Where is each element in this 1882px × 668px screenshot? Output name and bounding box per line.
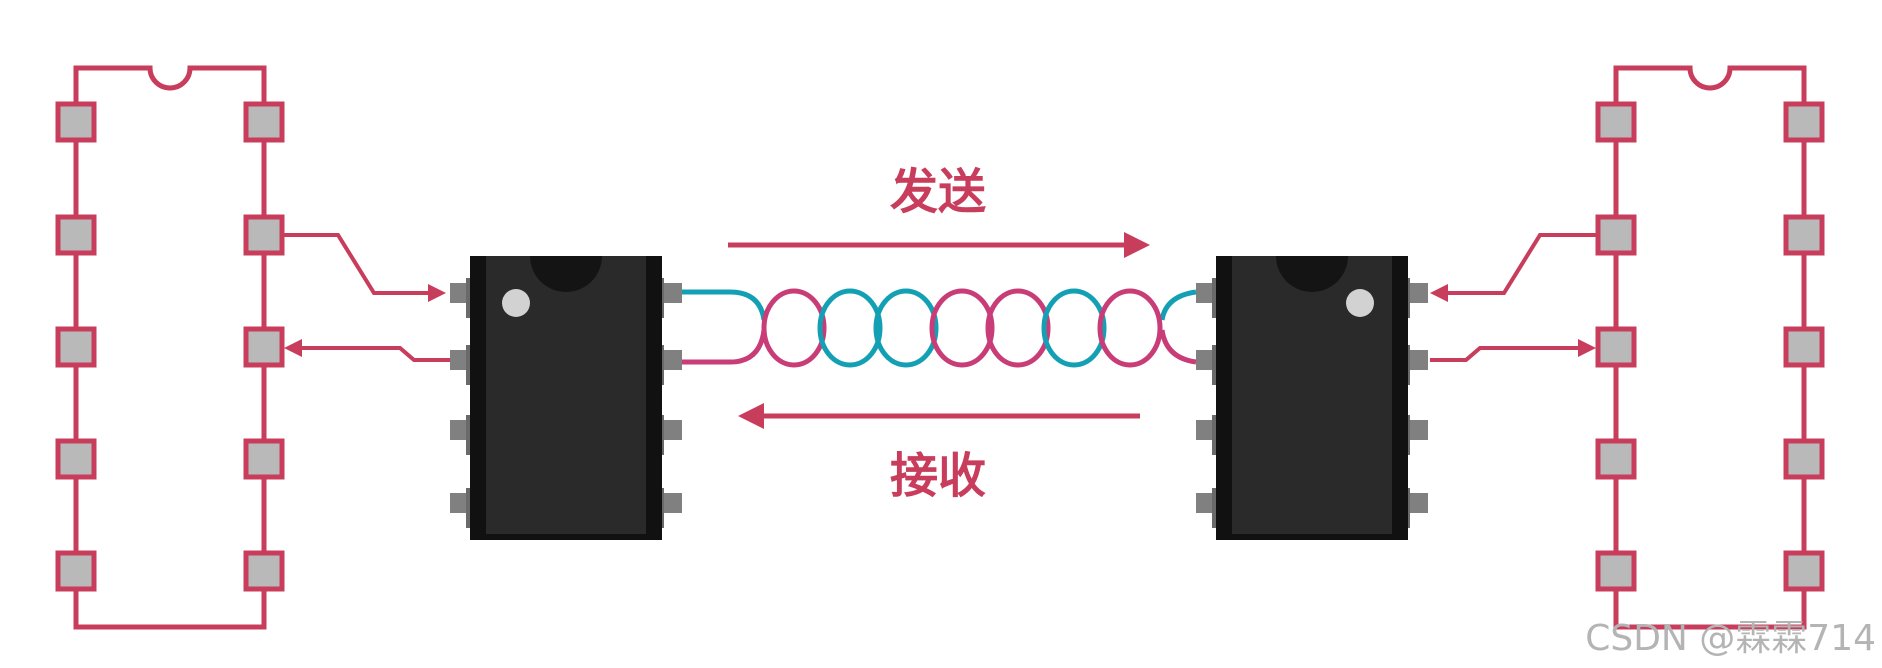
- left-rx-arrowhead: [284, 339, 302, 357]
- right-chip-pin1-dot: [1346, 289, 1374, 317]
- pad: [55, 214, 97, 256]
- right-tx-line: [1430, 346, 1580, 362]
- send-label: 发送: [890, 164, 986, 220]
- send-arrow: [728, 232, 1150, 258]
- receive-label: 接收: [890, 448, 986, 504]
- left-connections: [282, 233, 450, 362]
- watermark: CSDN @霖霖714: [1585, 618, 1876, 659]
- magenta-lead-right: [1159, 329, 1197, 365]
- pad-rx: [243, 326, 285, 368]
- pad: [1595, 550, 1637, 592]
- left-rx-line: [300, 346, 450, 362]
- pad: [1783, 214, 1825, 256]
- pad: [55, 326, 97, 368]
- pad: [1595, 101, 1637, 143]
- left-ic-outline: [73, 65, 267, 630]
- pad: [243, 438, 285, 480]
- receive-arrow: [738, 403, 1140, 429]
- teal-lead-right: [1159, 289, 1197, 321]
- right-ic-outline: [1613, 65, 1807, 630]
- pad: [1783, 438, 1825, 480]
- teal-lead-left: [682, 289, 767, 321]
- pad: [55, 550, 97, 592]
- left-chip-notch: [530, 256, 602, 292]
- pad: [243, 101, 285, 143]
- twisted-pair: [682, 288, 1197, 368]
- pad: [55, 438, 97, 480]
- pad: [55, 101, 97, 143]
- pad: [1783, 326, 1825, 368]
- right-tx-arrowhead: [1578, 339, 1596, 357]
- left-tx-line: [282, 233, 430, 295]
- left-tx-arrowhead: [428, 284, 446, 302]
- right-rx-line: [1446, 233, 1598, 295]
- left-chip-pin1-dot: [502, 289, 530, 317]
- right-rx-arrowhead: [1430, 284, 1448, 302]
- wire-loops: [761, 288, 1163, 368]
- magenta-lead-left: [682, 329, 767, 365]
- pad: [1595, 438, 1637, 480]
- right-chip-notch: [1276, 256, 1348, 292]
- pad: [243, 550, 285, 592]
- right-chip: [1196, 256, 1428, 540]
- right-connections: [1430, 233, 1598, 362]
- pad: [1783, 101, 1825, 143]
- right-ic-pads: [1595, 101, 1825, 592]
- pad: [243, 214, 285, 256]
- left-chip: [450, 256, 682, 540]
- pad-rx: [1595, 214, 1637, 256]
- pad: [1783, 550, 1825, 592]
- pad: [1595, 326, 1637, 368]
- left-ic-pads: [55, 101, 285, 592]
